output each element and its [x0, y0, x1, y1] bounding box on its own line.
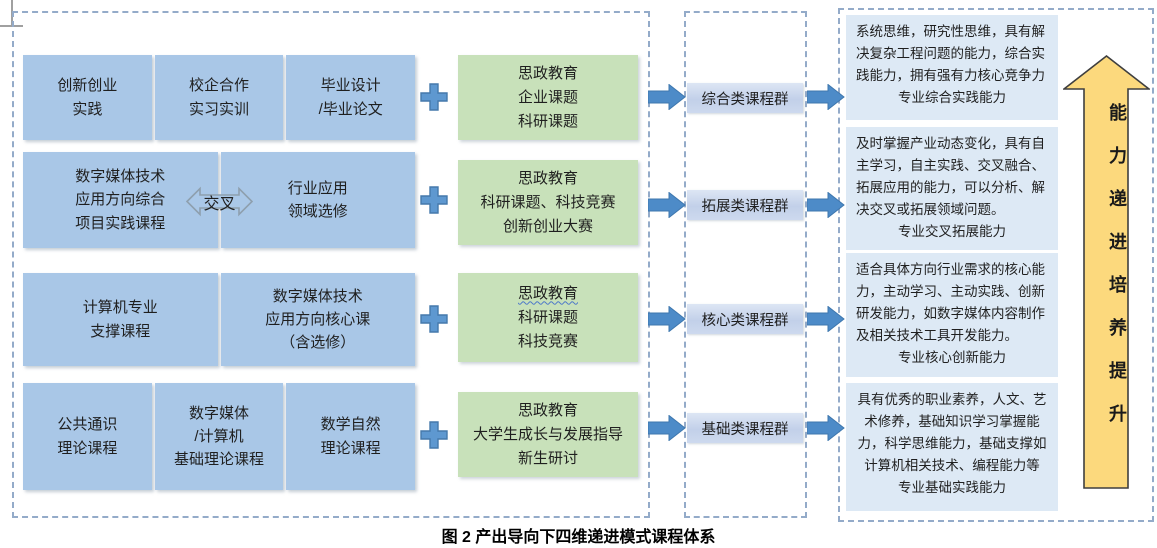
outcomes-panel-border — [838, 8, 1154, 522]
course-box: 数字媒体技术 应用方向核心课 （含选修） — [220, 273, 415, 366]
course-box: 数字媒体技术 应用方向综合 项目实践课程 — [23, 152, 218, 248]
plus-icon — [420, 305, 448, 333]
course-box: 校企合作 实习实训 — [154, 55, 284, 140]
support-line: 科研课题 — [517, 308, 578, 326]
course-group-comprehensive: 综合类课程群 — [687, 83, 803, 113]
course-box: 毕业设计 /毕业论文 — [286, 55, 416, 140]
arrow-right-icon — [648, 306, 686, 332]
arrow-right-icon — [807, 306, 845, 332]
support-line: 科研课题、科技竞赛 — [480, 193, 616, 211]
outcome-box-core: 适合具体方向行业需求的核心能力，主动学习、主动实践、创新研发能力，如数字媒体内容… — [846, 253, 1058, 377]
course-row-foundation: 公共通识 理论课程 数字媒体 /计算机 基础理论课程 数学自然 理论课程 — [23, 383, 416, 490]
course-groups-panel-border — [684, 11, 807, 518]
support-box-extension: 思政教育 科研课题、科技竞赛 创新创业大赛 — [458, 160, 638, 245]
course-row-extension: 数字媒体技术 应用方向综合 项目实践课程 行业应用 领域选修 — [23, 152, 415, 248]
course-box: 数字媒体 /计算机 基础理论课程 — [154, 383, 284, 490]
course-row-comprehensive: 创新创业 实践 校企合作 实习实训 毕业设计 /毕业论文 — [23, 55, 416, 140]
ability-label: 专业核心创新能力 — [898, 350, 1006, 365]
course-group-core: 核心类课程群 — [687, 304, 803, 334]
support-line: 创新创业大赛 — [502, 217, 593, 235]
support-box-core: 思政教育 科研课题 科技竞赛 — [458, 273, 638, 362]
support-line: 科研课题 — [517, 112, 578, 130]
arrow-right-icon — [648, 415, 686, 441]
support-line: 思政教育 — [517, 169, 578, 187]
outcome-box-foundation: 具有优秀的职业素养，人文、艺术修养，基础知识学习掌握能力，科学思维能力，基础支撑… — [846, 383, 1058, 511]
arrow-right-icon — [648, 84, 686, 110]
plus-icon — [420, 421, 448, 449]
course-box: 公共通识 理论课程 — [23, 383, 152, 490]
ability-progress-arrow-icon — [1063, 55, 1150, 489]
arrow-right-icon — [648, 192, 686, 218]
support-line: 企业课题 — [517, 88, 578, 106]
course-box: 创新创业 实践 — [23, 55, 152, 140]
outcome-text: 具有优秀的职业素养，人文、艺术修养，基础知识学习掌握能力，科学思维能力，基础支撑… — [857, 392, 1047, 473]
cross-double-arrow-icon — [186, 186, 253, 217]
outcome-text: 及时掌握产业动态变化，具有自主学习，自主实践、交叉融合、拓展应用的能力，可以分析… — [856, 136, 1045, 217]
support-line: 科技竞赛 — [517, 332, 578, 350]
outcome-text: 系统思维，研究性思维，具有解决复杂工程问题的能力，综合实践能力，拥有强有力核心竞… — [856, 24, 1045, 83]
outcome-text: 适合具体方向行业需求的核心能力，主动学习、主动实践、创新研发能力，如数字媒体内容… — [856, 262, 1045, 343]
support-line: 思政教育 — [517, 284, 578, 302]
ability-progress-label: 能力递进培养提升 — [1107, 103, 1127, 447]
plus-icon — [420, 83, 448, 111]
plus-icon — [420, 186, 448, 214]
course-row-core: 计算机专业 支撑课程 数字媒体技术 应用方向核心课 （含选修） — [23, 273, 415, 366]
support-line: 大学生成长与发展指导 — [472, 425, 623, 443]
ability-label: 专业基础实践能力 — [898, 480, 1006, 495]
arrow-right-icon — [807, 415, 845, 441]
support-line: 思政教育 — [517, 401, 578, 419]
outcome-box-extension: 及时掌握产业动态变化，具有自主学习，自主实践、交叉融合、拓展应用的能力，可以分析… — [846, 127, 1058, 250]
support-box-foundation: 思政教育 大学生成长与发展指导 新生研讨 — [458, 392, 638, 477]
courses-panel-border — [12, 11, 650, 518]
cross-label: 交叉 — [203, 195, 236, 213]
ability-label: 专业交叉拓展能力 — [898, 224, 1006, 239]
support-box-comprehensive: 思政教育 企业课题 科研课题 — [458, 55, 638, 140]
course-box: 行业应用 领域选修 — [220, 152, 415, 248]
course-box: 计算机专业 支撑课程 — [23, 273, 218, 366]
support-line: 思政教育 — [517, 64, 578, 82]
arrow-right-icon — [807, 192, 845, 218]
outcome-box-comprehensive: 系统思维，研究性思维，具有解决复杂工程问题的能力，综合实践能力，拥有强有力核心竞… — [846, 15, 1058, 120]
course-group-extension: 拓展类课程群 — [687, 190, 803, 220]
stray-selection-corner-horizontal — [0, 25, 23, 27]
course-box: 数学自然 理论课程 — [286, 383, 416, 490]
ability-label: 专业综合实践能力 — [898, 90, 1006, 105]
arrow-right-icon — [807, 84, 845, 110]
course-group-foundation: 基础类课程群 — [687, 413, 803, 443]
support-line: 新生研讨 — [517, 449, 578, 467]
figure-caption: 图 2 产出导向下四维递进模式课程体系 — [441, 529, 716, 546]
